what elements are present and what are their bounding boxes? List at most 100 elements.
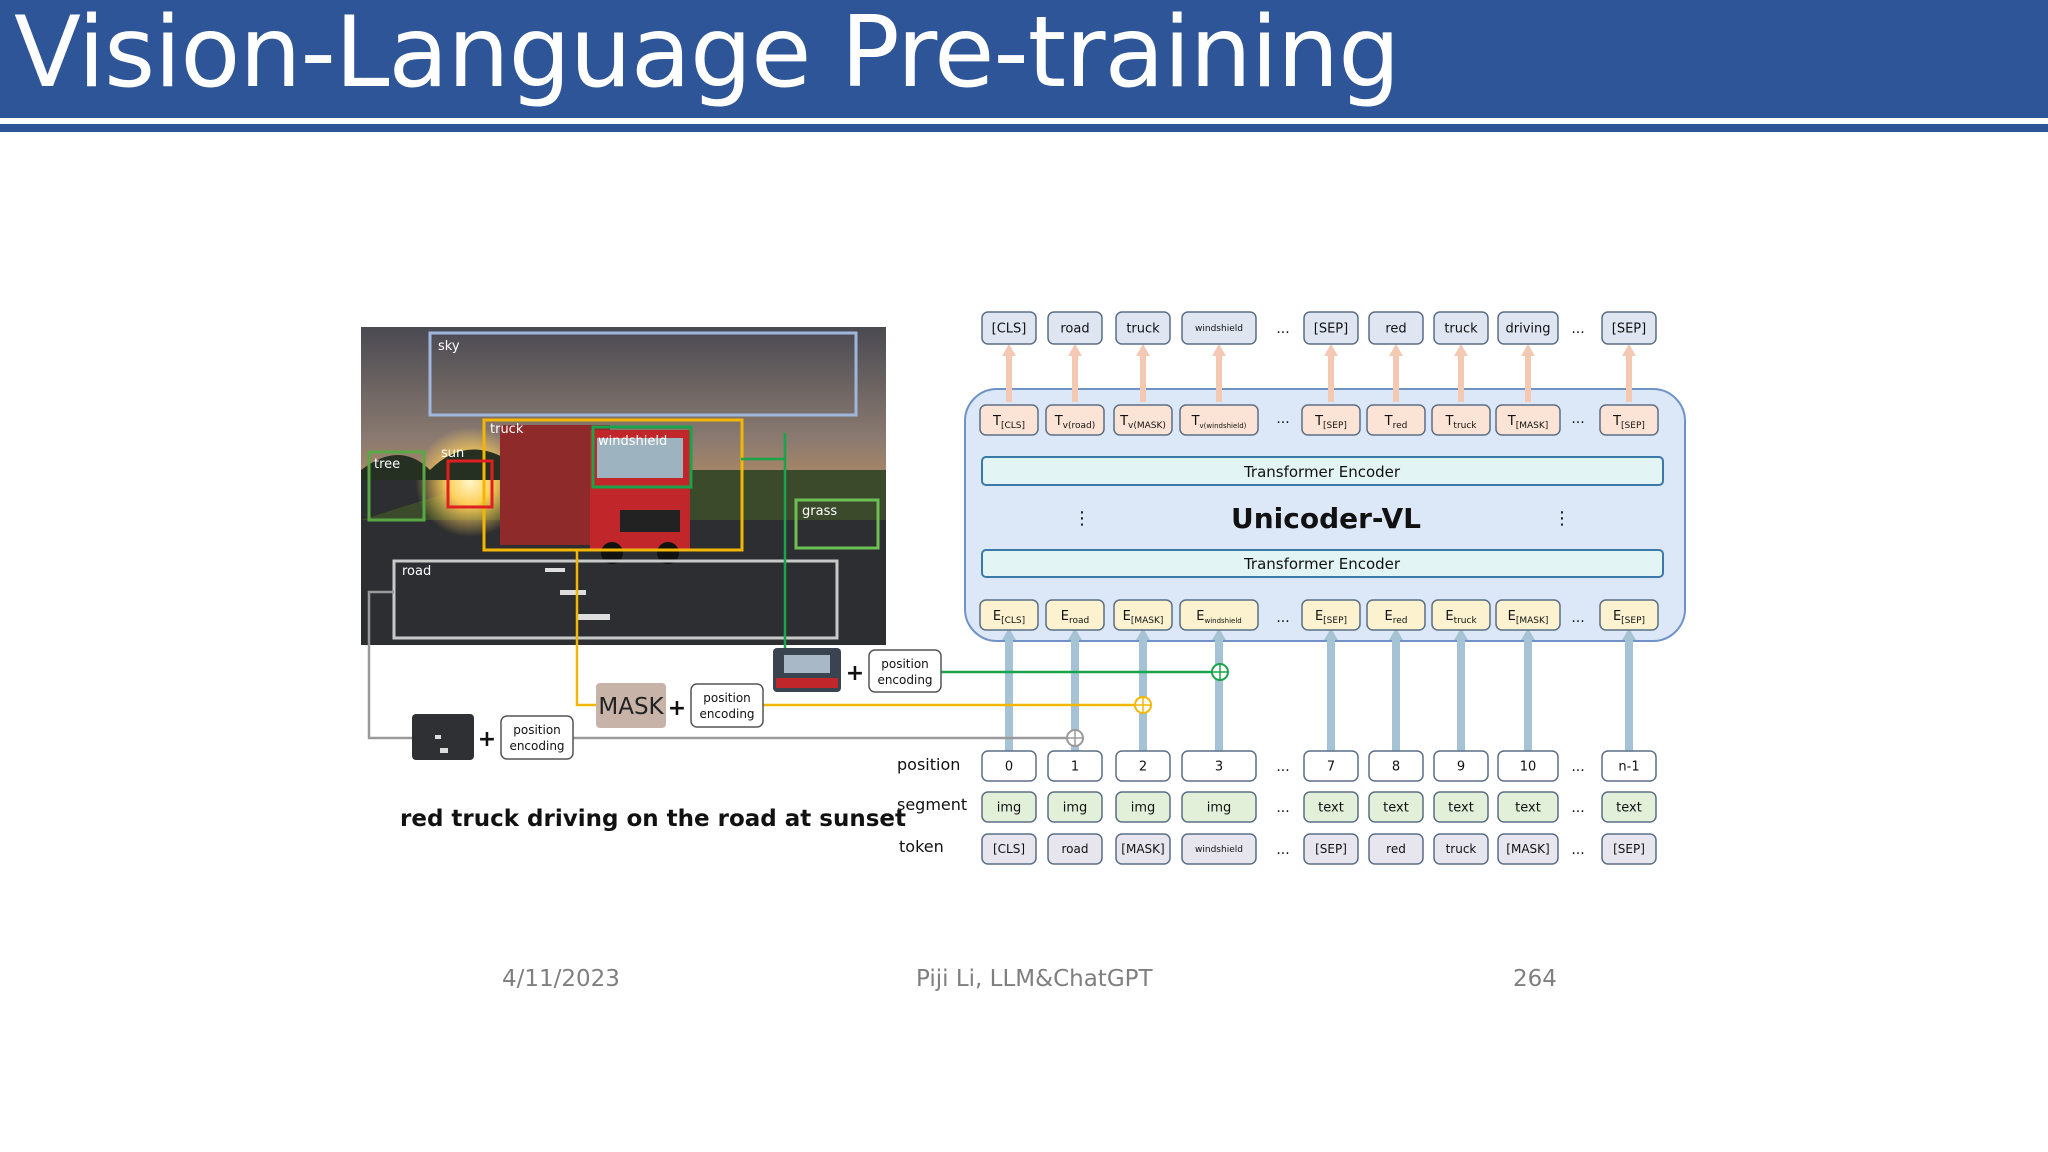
input-arrowhead xyxy=(1622,628,1636,640)
e-token-label: E[SEP] xyxy=(1613,609,1645,626)
e-ellipsis: ... xyxy=(1276,610,1289,626)
input-arrowhead xyxy=(1136,628,1150,640)
plus-sign: + xyxy=(668,696,686,721)
t-token-box xyxy=(979,404,1039,436)
segment-box xyxy=(1115,791,1171,823)
segment-box xyxy=(1047,791,1103,823)
position-box xyxy=(1047,750,1103,782)
e-token-label: Ered xyxy=(1385,609,1408,626)
input-arrow xyxy=(1005,635,1013,753)
segment-box xyxy=(1497,791,1559,823)
output-arrow xyxy=(1072,352,1078,402)
mask-label: MASK xyxy=(598,694,664,720)
input-arrowhead xyxy=(1521,628,1535,640)
e-token-label: E[MASK] xyxy=(1123,609,1164,626)
segment-label: text xyxy=(1318,801,1344,816)
t-token-box xyxy=(1431,404,1491,436)
position-encoding-label: encoding xyxy=(509,739,564,753)
e-token-box xyxy=(1431,599,1491,631)
vertical-dots-right: ⋮ xyxy=(1553,508,1571,529)
input-token-label: [SEP] xyxy=(1613,842,1645,856)
output-arrowhead xyxy=(1002,344,1016,356)
input-token-label: red xyxy=(1386,842,1406,856)
e-token-box xyxy=(1179,599,1259,631)
output-arrow xyxy=(1328,352,1334,402)
segment-label: img xyxy=(1207,801,1232,816)
position-encoding-box-1 xyxy=(868,649,942,693)
region-label: sky xyxy=(438,339,460,354)
segment-ellipsis: ... xyxy=(1571,800,1584,816)
footer-page-number: 264 xyxy=(1513,966,1557,992)
position-box xyxy=(981,750,1037,782)
input-token-label: [MASK] xyxy=(1506,842,1549,856)
output-arrowhead xyxy=(1324,344,1338,356)
e-token-box xyxy=(1113,599,1173,631)
road-box xyxy=(392,559,839,640)
output-arrowhead xyxy=(1136,344,1150,356)
e-token-label: E[CLS] xyxy=(993,609,1025,626)
input-token-label: road xyxy=(1062,842,1089,856)
position-encoding-box-2 xyxy=(690,683,764,728)
tokens-layer: [CLS]T[CLS]E[CLS]0img[CLS]roadTv(road)Er… xyxy=(979,311,1659,865)
output-token-label: red xyxy=(1385,322,1406,337)
output-token-box xyxy=(1181,311,1257,345)
position-box xyxy=(1601,750,1657,782)
t-token-box xyxy=(1495,404,1561,436)
input-token-label: truck xyxy=(1446,842,1477,856)
t-token-box xyxy=(1113,404,1173,436)
input-arrowhead xyxy=(1002,628,1016,640)
t-token-label: Tv(road) xyxy=(1054,414,1096,431)
output-arrow xyxy=(1216,352,1222,402)
input-arrowhead xyxy=(1454,628,1468,640)
segment-label: img xyxy=(1131,801,1156,816)
region-label: road xyxy=(402,564,431,579)
output-token-box xyxy=(1497,311,1559,345)
input-token-label: windshield xyxy=(1195,845,1243,855)
input-arrowhead xyxy=(1324,628,1338,640)
position-box xyxy=(1433,750,1489,782)
segment-ellipsis: ... xyxy=(1276,800,1289,816)
input-arrowhead xyxy=(1212,628,1226,640)
truck-windshield xyxy=(597,438,683,478)
input-token-label: [CLS] xyxy=(993,842,1025,856)
segment-label: img xyxy=(997,801,1022,816)
input-arrowhead xyxy=(1389,628,1403,640)
output-token-box xyxy=(1433,311,1489,345)
title-underline-blue xyxy=(0,124,2048,132)
t-token-label: T[CLS] xyxy=(992,414,1025,431)
transformer-encoder-top xyxy=(981,456,1664,486)
t-token-box xyxy=(1366,404,1426,436)
t-token-box xyxy=(1301,404,1361,436)
position-label: 1 xyxy=(1071,760,1079,775)
e-token-box xyxy=(1495,599,1561,631)
output-token-box xyxy=(1601,311,1657,345)
region-label: sun xyxy=(441,446,464,461)
e-token-box xyxy=(979,599,1039,631)
input-arrow xyxy=(1524,635,1532,753)
e-token-box xyxy=(1366,599,1426,631)
segment-label: text xyxy=(1383,801,1409,816)
output-token-label: road xyxy=(1060,322,1089,337)
vertical-dots-left: ⋮ xyxy=(1073,508,1091,529)
input-token-box xyxy=(981,833,1037,865)
plus-sign: + xyxy=(478,727,496,752)
input-token-box xyxy=(1115,833,1171,865)
segment-box xyxy=(981,791,1037,823)
road-link xyxy=(367,590,412,740)
input-arrow xyxy=(1625,635,1633,753)
position-label: 2 xyxy=(1139,760,1147,775)
footer-author: Piji Li, LLM&ChatGPT xyxy=(916,966,1153,992)
region-label: windshield xyxy=(598,434,667,449)
input-arrow xyxy=(1457,635,1465,753)
region-label: truck xyxy=(490,422,524,437)
region-labels: sky tree sun truck windshield grass road xyxy=(374,339,837,579)
input-token-box xyxy=(1601,833,1657,865)
t-ellipsis: ... xyxy=(1571,411,1584,427)
segment-label: img xyxy=(1063,801,1088,816)
output-arrow xyxy=(1525,352,1531,402)
t-token-label: Ttruck xyxy=(1444,414,1477,431)
segment-box xyxy=(1368,791,1424,823)
output-token-label: [CLS] xyxy=(992,322,1027,337)
output-token-box xyxy=(1368,311,1424,345)
windshield-feature: + position encoding xyxy=(773,648,942,693)
